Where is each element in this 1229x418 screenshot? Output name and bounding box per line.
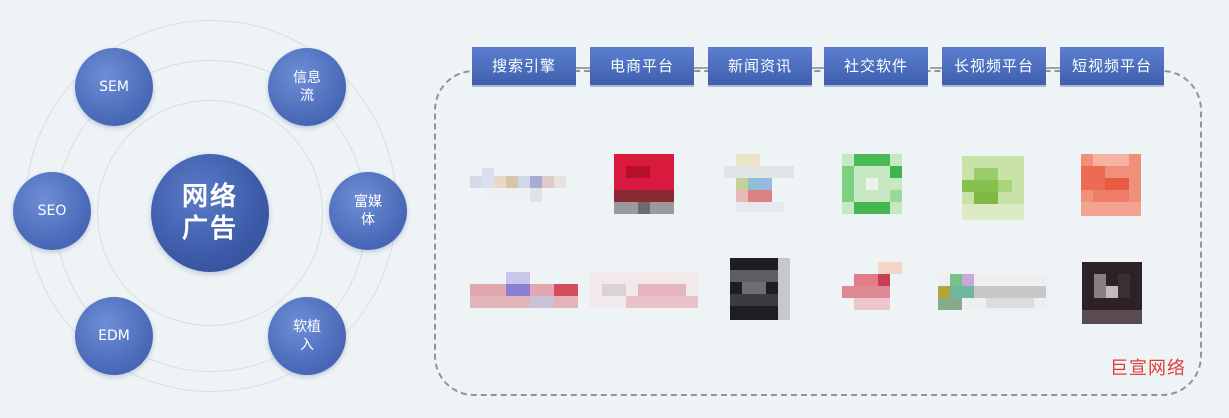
logo-search-engine-icon xyxy=(470,168,566,204)
logo-ecommerce-2-icon xyxy=(590,272,698,310)
node-info-flow-line1: 信息 xyxy=(293,70,321,86)
node-sem-label: SEM xyxy=(99,79,129,95)
node-info-flow-line2: 流 xyxy=(300,88,314,104)
logo-search-engine-2-icon xyxy=(470,272,578,310)
inner-orbit-ring xyxy=(97,100,323,326)
category-ecommerce: 电商平台 xyxy=(590,47,694,87)
watermark-text: 巨宣网络 xyxy=(1110,358,1186,379)
category-social: 社交软件 xyxy=(824,47,928,87)
node-rich-media-line1: 富媒 xyxy=(354,194,382,210)
category-connector xyxy=(930,67,942,69)
category-connector xyxy=(812,67,826,69)
logo-news-2-icon xyxy=(730,258,790,320)
hub-network-advertising: 网络 广告 xyxy=(151,154,269,272)
logo-long-video-icon xyxy=(962,156,1024,220)
category-long-video: 长视频平台 xyxy=(942,47,1046,87)
logo-social-icon xyxy=(842,154,902,214)
logo-news-icon xyxy=(724,154,794,214)
category-search-engine: 搜索引擎 xyxy=(472,47,576,87)
category-connector xyxy=(1046,67,1060,69)
node-sem: SEM xyxy=(75,48,153,126)
category-news: 新闻资讯 xyxy=(708,47,812,87)
node-edm: EDM xyxy=(75,297,153,375)
node-edm-label: EDM xyxy=(98,328,130,344)
category-connector xyxy=(694,67,708,69)
category-row: 搜索引擎 电商平台 新闻资讯 社交软件 长视频平台 短视频平台 xyxy=(472,47,1164,89)
logo-short-video-icon xyxy=(1081,154,1141,216)
logo-ecommerce-icon xyxy=(614,154,674,214)
logo-social-2-icon xyxy=(842,262,904,312)
node-seo: SEO xyxy=(13,172,91,250)
node-rich-media-line2: 体 xyxy=(361,212,375,228)
hub-label-line1: 网络 xyxy=(181,182,238,212)
node-rich-media: 富媒 体 xyxy=(329,172,407,250)
hub-label-line2: 广告 xyxy=(181,214,238,244)
category-connector xyxy=(576,67,590,69)
node-soft-placement: 软植 入 xyxy=(268,297,346,375)
node-soft-placement-line2: 入 xyxy=(300,337,314,353)
logo-short-video-2-icon xyxy=(1082,262,1142,324)
node-seo-label: SEO xyxy=(37,203,67,219)
platform-panel xyxy=(434,70,1202,396)
node-info-flow: 信息 流 xyxy=(268,48,346,126)
node-soft-placement-line1: 软植 xyxy=(293,319,321,335)
category-short-video: 短视频平台 xyxy=(1060,47,1164,87)
logo-long-video-2-icon xyxy=(938,274,1048,312)
